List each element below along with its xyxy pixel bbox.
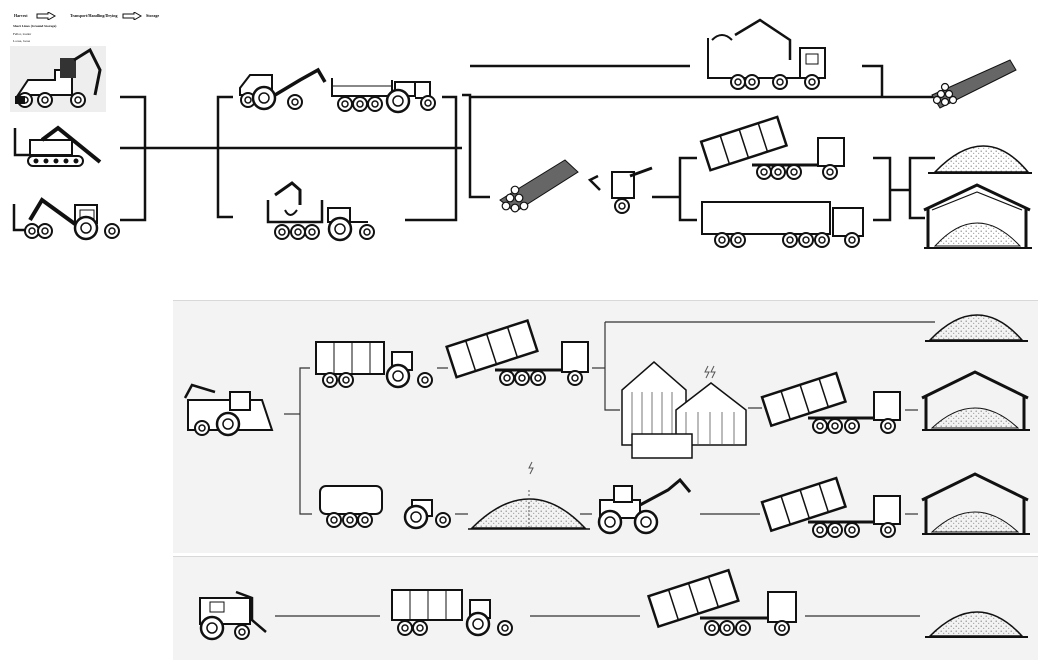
storage-shed-icon <box>922 474 1030 534</box>
container-truck-icon <box>649 570 796 635</box>
chip-pile-icon <box>928 146 1032 173</box>
chip-pile-icon <box>468 462 590 529</box>
mobile-chipper-icon <box>590 168 652 213</box>
chip-pile-icon <box>925 315 1028 341</box>
chip-pile-icon <box>925 612 1028 637</box>
log-stack-icon <box>932 60 1016 108</box>
semi-trailer-truck-icon <box>702 202 863 247</box>
tractor-wagon-icon <box>392 590 512 635</box>
container-truck-icon <box>701 117 844 179</box>
timber-truck-icon <box>708 20 825 89</box>
tractor-wagon-icon <box>316 342 432 387</box>
silo-dryer-icon <box>622 362 746 458</box>
container-truck-icon <box>447 321 588 385</box>
tracked-harvester-icon <box>15 128 100 166</box>
tractor-harvester-icon <box>14 200 119 239</box>
container-truck-icon <box>762 373 900 433</box>
container-truck-icon <box>762 478 900 537</box>
log-trailer-tractor-icon <box>332 78 435 112</box>
forage-harvester-icon <box>200 592 266 639</box>
wheel-loader-icon <box>599 480 690 533</box>
log-stack-icon <box>500 160 578 212</box>
storage-shed-icon <box>924 185 1032 248</box>
loader-tractor-icon <box>240 70 325 109</box>
storage-shed-icon <box>922 372 1030 430</box>
forwarder-tractor-icon <box>268 183 374 240</box>
tractor-wagon-icon <box>320 486 450 528</box>
feller-buncher-icon <box>10 46 106 112</box>
forage-harvester-icon <box>185 385 272 435</box>
